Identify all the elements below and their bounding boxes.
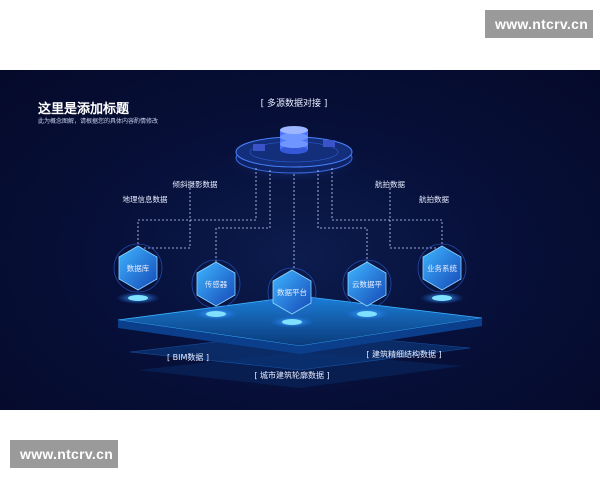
node-platform: 数据平台 (267, 267, 317, 328)
node-sensor: 传感器 (191, 259, 241, 320)
layer-bim-label: [ BIM数据 ] (167, 352, 209, 362)
diagram-svg: [ 多源数据对接 ] 倾斜摄影数据 (113, 97, 483, 388)
source-gis-label: 地理信息数据 (123, 194, 168, 204)
watermark-top: www.ntcrv.cn (485, 10, 593, 38)
source-aerial-label-1: 航拍数据 (375, 179, 405, 189)
source-oblique-label: 倾斜摄影数据 (173, 179, 218, 189)
node-platform-label: 数据平台 (277, 287, 307, 297)
node-cloud-label: 云数据平 (352, 279, 382, 289)
source-aerial-label-2: 航拍数据 (419, 194, 449, 204)
node-cloud: 云数据平 (342, 259, 392, 320)
diagram-panel: 这里是添加标题 此为概念图解，请根据您的具体内容酌情修改 [ 多源数据对接 ] (0, 70, 600, 410)
database-stack-icon (253, 126, 335, 154)
connector-lines (137, 168, 443, 270)
hub-label: [ 多源数据对接 ] (261, 97, 328, 109)
node-business: 业务系统 (417, 243, 467, 304)
node-database-label: 数据库 (127, 263, 150, 273)
layer-outline-label: [ 城市建筑轮廓数据 ] (254, 370, 329, 380)
node-sensor-label: 传感器 (205, 279, 228, 289)
page-title: 这里是添加标题 (38, 102, 130, 117)
node-business-label: 业务系统 (427, 263, 457, 273)
watermark-bottom: www.ntcrv.cn (10, 440, 118, 468)
layer-fine-label: [ 建筑精细结构数据 ] (366, 349, 441, 359)
node-database: 数据库 (113, 243, 163, 304)
page-subtitle: 此为概念图解，请根据您的具体内容酌情修改 (38, 118, 159, 125)
